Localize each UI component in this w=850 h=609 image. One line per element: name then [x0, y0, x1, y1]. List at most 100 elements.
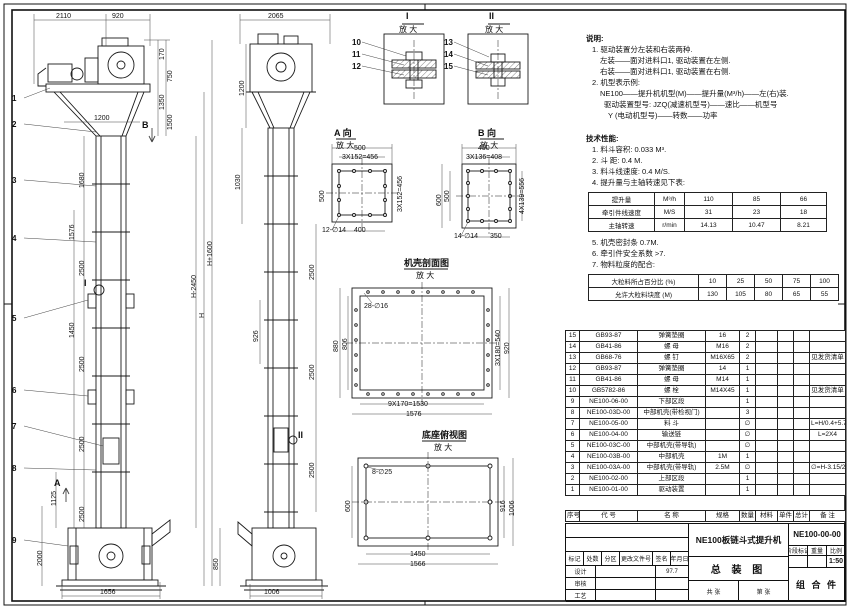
tb-rev-zone: 分区 — [602, 552, 620, 566]
dim-v1-2500d: 2500 — [79, 506, 86, 522]
tb-stage-label: 阶段标记 — [789, 546, 808, 556]
dim-a-holes: 12-∅14 — [322, 227, 347, 234]
dim-b-holes: 14-∅14 — [454, 233, 479, 240]
dim-v1-1576: 1576 — [69, 224, 76, 240]
tb-weight-value — [808, 556, 827, 568]
balloon-5: 5 — [12, 314, 17, 323]
dim-a-400: 400 — [354, 227, 366, 234]
balloon-10: 10 — [352, 38, 361, 47]
notes-title: 说明: — [586, 34, 604, 43]
casing-section-drawing — [339, 268, 510, 415]
dim-shell-806: 806 — [342, 338, 349, 350]
tb-design-date: 97.7 — [656, 566, 689, 578]
section-mark-b: B — [142, 120, 149, 130]
note-line: Y (电动机型号)——转数——功率 — [608, 111, 718, 120]
dim-a-500h: 500 — [319, 190, 326, 202]
note-line: 1. 驱动装置分左装和右装两种. — [592, 45, 693, 54]
spec-line: 2. 斗 距: 0.4 M. — [592, 156, 643, 165]
dim-v2-1006: 1006 — [264, 589, 280, 596]
tb-rev-date: 年月日 — [671, 552, 689, 566]
balloon-9: 9 — [12, 536, 17, 545]
balloon-7: 7 — [12, 422, 17, 431]
dim-shell-1530: 9X170=1530 — [388, 401, 428, 408]
tb-process-label: 工艺 — [566, 590, 596, 602]
dim-v1-2110: 2110 — [56, 13, 72, 20]
dim-shell-1576: 1576 — [406, 411, 422, 418]
balloon-2: 2 — [12, 120, 17, 129]
base-plan-zoom-label: 放 大 — [434, 443, 453, 452]
balloon-14: 14 — [444, 50, 453, 59]
tb-design-signature — [596, 566, 656, 578]
dim-v1-1125: 1125 — [51, 490, 58, 506]
dim-v1-1350: 1350 — [159, 94, 166, 110]
balloon-6: 6 — [12, 386, 17, 395]
tb-rev-row-empty — [566, 538, 689, 552]
dim-b-500: 500 — [444, 190, 451, 202]
dim-a-pitch-w: 3X152=456 — [342, 154, 379, 161]
note-line: NE100——提升机机型(M)——提升量(M³/h)——左(右)装. — [600, 89, 789, 98]
tb-check-date — [656, 578, 689, 590]
dim-base-holes: 8-∅25 — [372, 469, 393, 476]
section-mark-i: I — [84, 278, 87, 288]
title-block: 标记 处数 分区 更改文件号 签名 年月日 设计 97.7 审核 工艺 NE10… — [565, 523, 846, 602]
dim-a-500w: 500 — [354, 145, 366, 152]
note-line: 2. 机型表示例: — [592, 78, 640, 87]
balloon-1: 1 — [12, 94, 17, 103]
tb-check-label: 审核 — [566, 578, 596, 590]
view-b-drawing — [441, 138, 524, 239]
dim-v2-2065: 2065 — [268, 13, 284, 20]
dim-base-1006: 1006 — [509, 500, 516, 516]
dim-a-pitch-h: 3X152=456 — [397, 175, 404, 212]
balloon-13: 13 — [444, 38, 453, 47]
dim-v1-2000: 2000 — [37, 550, 44, 566]
tb-stage-value — [789, 556, 808, 568]
note-line: 左装——面对进料口1, 驱动装置在左侧. — [600, 56, 731, 65]
balloon-4: 4 — [12, 234, 17, 243]
dim-v2-1030: 1030 — [235, 174, 242, 190]
view-b-zoom-label: 放 大 — [480, 141, 499, 150]
dim-v1-2500b: 2500 — [79, 356, 86, 372]
tb-part-class: 组 合 件 — [789, 568, 846, 602]
dim-b-450: 450 — [478, 145, 490, 152]
sheet-frame — [3, 3, 847, 606]
tb-process-date — [656, 590, 689, 602]
elevator-front-view — [37, 37, 171, 591]
dim-base-916: 916 — [500, 500, 507, 512]
tb-process-signature — [596, 590, 656, 602]
view-a-drawing — [326, 138, 398, 232]
tb-rev-mark: 标记 — [566, 552, 584, 566]
dim-v1-1200: 1200 — [94, 115, 110, 122]
dim-base-600: 600 — [345, 500, 352, 512]
dim-v2-2500b: 2500 — [309, 364, 316, 380]
casing-section-zoom-label: 放 大 — [416, 271, 435, 280]
dim-shell-880: 880 — [333, 340, 340, 352]
dim-b-pitch-w: 3X136=408 — [466, 154, 503, 161]
note-line: 7. 物料粒度的配合: — [592, 260, 655, 269]
note-line: 右装——面对进料口1, 驱动装置在右侧. — [600, 67, 731, 76]
tb-sheet-count: 共 张 — [689, 581, 739, 602]
detail-i-title: I — [406, 11, 409, 21]
bom-header-row: 序号代 号名 称规格数量材料单件总计备 注 — [565, 510, 846, 522]
tb-design-label: 设计 — [566, 566, 596, 578]
dim-v1-850: 850 — [213, 558, 220, 570]
dim-v2-2500c: 2500 — [309, 462, 316, 478]
dimension-lines — [33, 14, 331, 599]
dim-base-1450: 1450 — [410, 551, 426, 558]
dim-v1-h1600: H+1600 — [207, 241, 214, 266]
dim-v1-1656: 1656 — [100, 589, 116, 596]
